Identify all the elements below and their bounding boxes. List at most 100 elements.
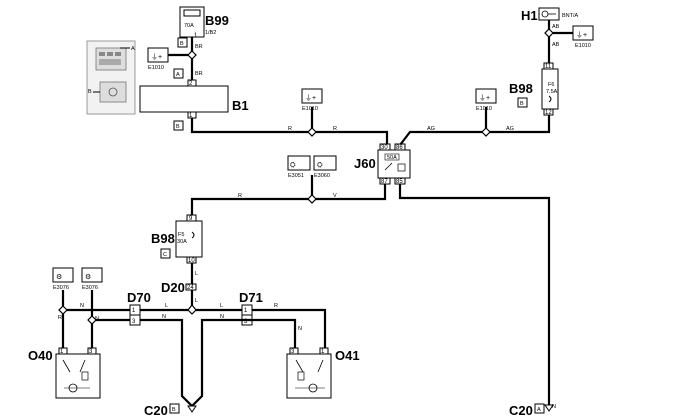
svg-text:R: R: [333, 126, 337, 132]
svg-text:E3076: E3076: [82, 285, 98, 291]
svg-text:2: 2: [189, 81, 193, 87]
svg-text:C: C: [163, 252, 167, 258]
svg-text:E1010: E1010: [476, 106, 492, 112]
svg-text:AG: AG: [427, 126, 435, 132]
o41-label: O41: [335, 348, 360, 363]
b1-label: B1: [232, 98, 249, 113]
b98-top-label: B98: [509, 81, 533, 96]
o40-mirror-motor[interactable]: 1 3 O40: [28, 347, 101, 399]
svg-text:R: R: [238, 193, 242, 199]
svg-text:85: 85: [396, 179, 403, 185]
svg-text:86: 86: [396, 145, 403, 151]
inset-label-b: B: [88, 89, 92, 95]
c20-b-label: C20: [144, 403, 168, 418]
b98-fuse-top[interactable]: 11 12 F6 7.5A B98 B: [509, 62, 559, 116]
mirror-icon: ⚙: [85, 273, 91, 281]
b99-rating: 70A: [184, 23, 194, 29]
svg-text:E3076: E3076: [53, 285, 69, 291]
b98-fuse-mid[interactable]: 9 10 F5 30A B98 C: [151, 214, 203, 264]
svg-text:1: 1: [132, 308, 136, 314]
svg-text:L: L: [165, 303, 168, 309]
mirror-icon: ⚙: [56, 273, 62, 281]
svg-text:11: 11: [545, 64, 552, 70]
b99-letter: B: [180, 41, 184, 47]
ground-e1010-a-letter: A: [176, 72, 180, 78]
svg-text:B: B: [172, 407, 176, 413]
ground-e3076-b: ⚙ E3076: [81, 267, 103, 291]
c20-a-label: C20: [509, 403, 533, 418]
svg-text:R: R: [288, 126, 292, 132]
b99-code: 1/B2: [205, 30, 216, 36]
svg-text:E3060: E3060: [314, 173, 330, 179]
svg-text:3: 3: [89, 349, 93, 355]
svg-text:E1010: E1010: [575, 43, 591, 49]
svg-text:N: N: [220, 314, 224, 320]
svg-text:BR: BR: [195, 44, 203, 50]
svg-text:9: 9: [189, 216, 193, 222]
svg-text:30: 30: [381, 145, 388, 151]
svg-text:R: R: [58, 315, 62, 321]
j60-relay[interactable]: 30 86 87 85 50A J60: [354, 143, 411, 185]
b1-letter: B: [176, 124, 180, 130]
svg-text:F5: F5: [178, 232, 184, 238]
fan-icon: ⛭: [317, 162, 323, 169]
ground-e1010-d: ⏚+ E1010: [475, 88, 497, 112]
svg-text:R: R: [274, 303, 278, 309]
ground-icon: ⏚+: [305, 94, 316, 102]
ground-icon: ⏚+: [479, 94, 490, 102]
ground-e1010-c: ⏚+ E1010: [572, 25, 594, 49]
svg-text:1: 1: [60, 349, 64, 355]
o40-label: O40: [28, 348, 53, 363]
svg-text:AB: AB: [552, 42, 560, 48]
svg-text:7.5A: 7.5A: [546, 89, 558, 95]
svg-text:AG: AG: [506, 126, 514, 132]
svg-text:A: A: [537, 407, 541, 413]
location-inset: A B: [86, 40, 136, 115]
d70-connector[interactable]: 1 3 D70: [127, 290, 151, 326]
svg-text:V: V: [333, 193, 337, 199]
svg-text:1: 1: [321, 349, 325, 355]
svg-text:N: N: [80, 303, 84, 309]
svg-text:1: 1: [189, 113, 193, 119]
b99-label: B99: [205, 13, 229, 28]
ground-icon: ⏚+: [576, 31, 587, 39]
svg-text:12: 12: [545, 110, 552, 116]
j60-label: J60: [354, 156, 376, 171]
svg-text:3: 3: [291, 349, 295, 355]
d70-label: D70: [127, 290, 151, 305]
d71-label: D71: [239, 290, 263, 305]
svg-text:L: L: [195, 271, 198, 277]
svg-text:AB: AB: [552, 24, 560, 30]
o41-mirror-motor[interactable]: 3 1 O41: [286, 347, 360, 399]
svg-text:N: N: [95, 316, 99, 322]
b98-mid-label: B98: [151, 231, 175, 246]
b99-fuse[interactable]: 70A B99 1/B2 B 1: [177, 6, 229, 48]
svg-text:B: B: [520, 101, 524, 107]
b1-unit[interactable]: 2 1 B1 B: [139, 79, 249, 131]
motor-icon: ⛭: [290, 162, 296, 169]
d71-connector[interactable]: 1 3 D71: [239, 290, 263, 326]
svg-text:E3051: E3051: [288, 173, 304, 179]
svg-text:BR: BR: [195, 71, 203, 77]
svg-text:L: L: [195, 298, 198, 304]
c20-ground-b[interactable]: C20 B: [144, 403, 197, 418]
svg-text:E1010: E1010: [148, 65, 164, 71]
svg-text:1: 1: [244, 308, 248, 314]
ground-icon: ⏚+: [151, 53, 162, 61]
c20-ground-a[interactable]: N C20 A: [509, 403, 556, 418]
svg-text:30A: 30A: [177, 239, 187, 245]
svg-text:87: 87: [381, 179, 388, 185]
svg-text:3: 3: [132, 319, 136, 325]
h1-code: BNT/A: [562, 13, 579, 19]
svg-text:N: N: [298, 326, 302, 332]
inset-label-a: A: [131, 46, 135, 52]
c20-a-wire: N: [552, 404, 556, 410]
junction-node: [187, 50, 197, 60]
ground-e3076-a: ⚙ E3076: [52, 267, 74, 291]
b99-pin-out: 1: [194, 33, 198, 39]
d20-label: D20: [161, 280, 185, 295]
ground-e3060: ⛭ E3060: [313, 155, 337, 179]
svg-text:10: 10: [188, 258, 195, 264]
svg-text:N: N: [162, 314, 166, 320]
